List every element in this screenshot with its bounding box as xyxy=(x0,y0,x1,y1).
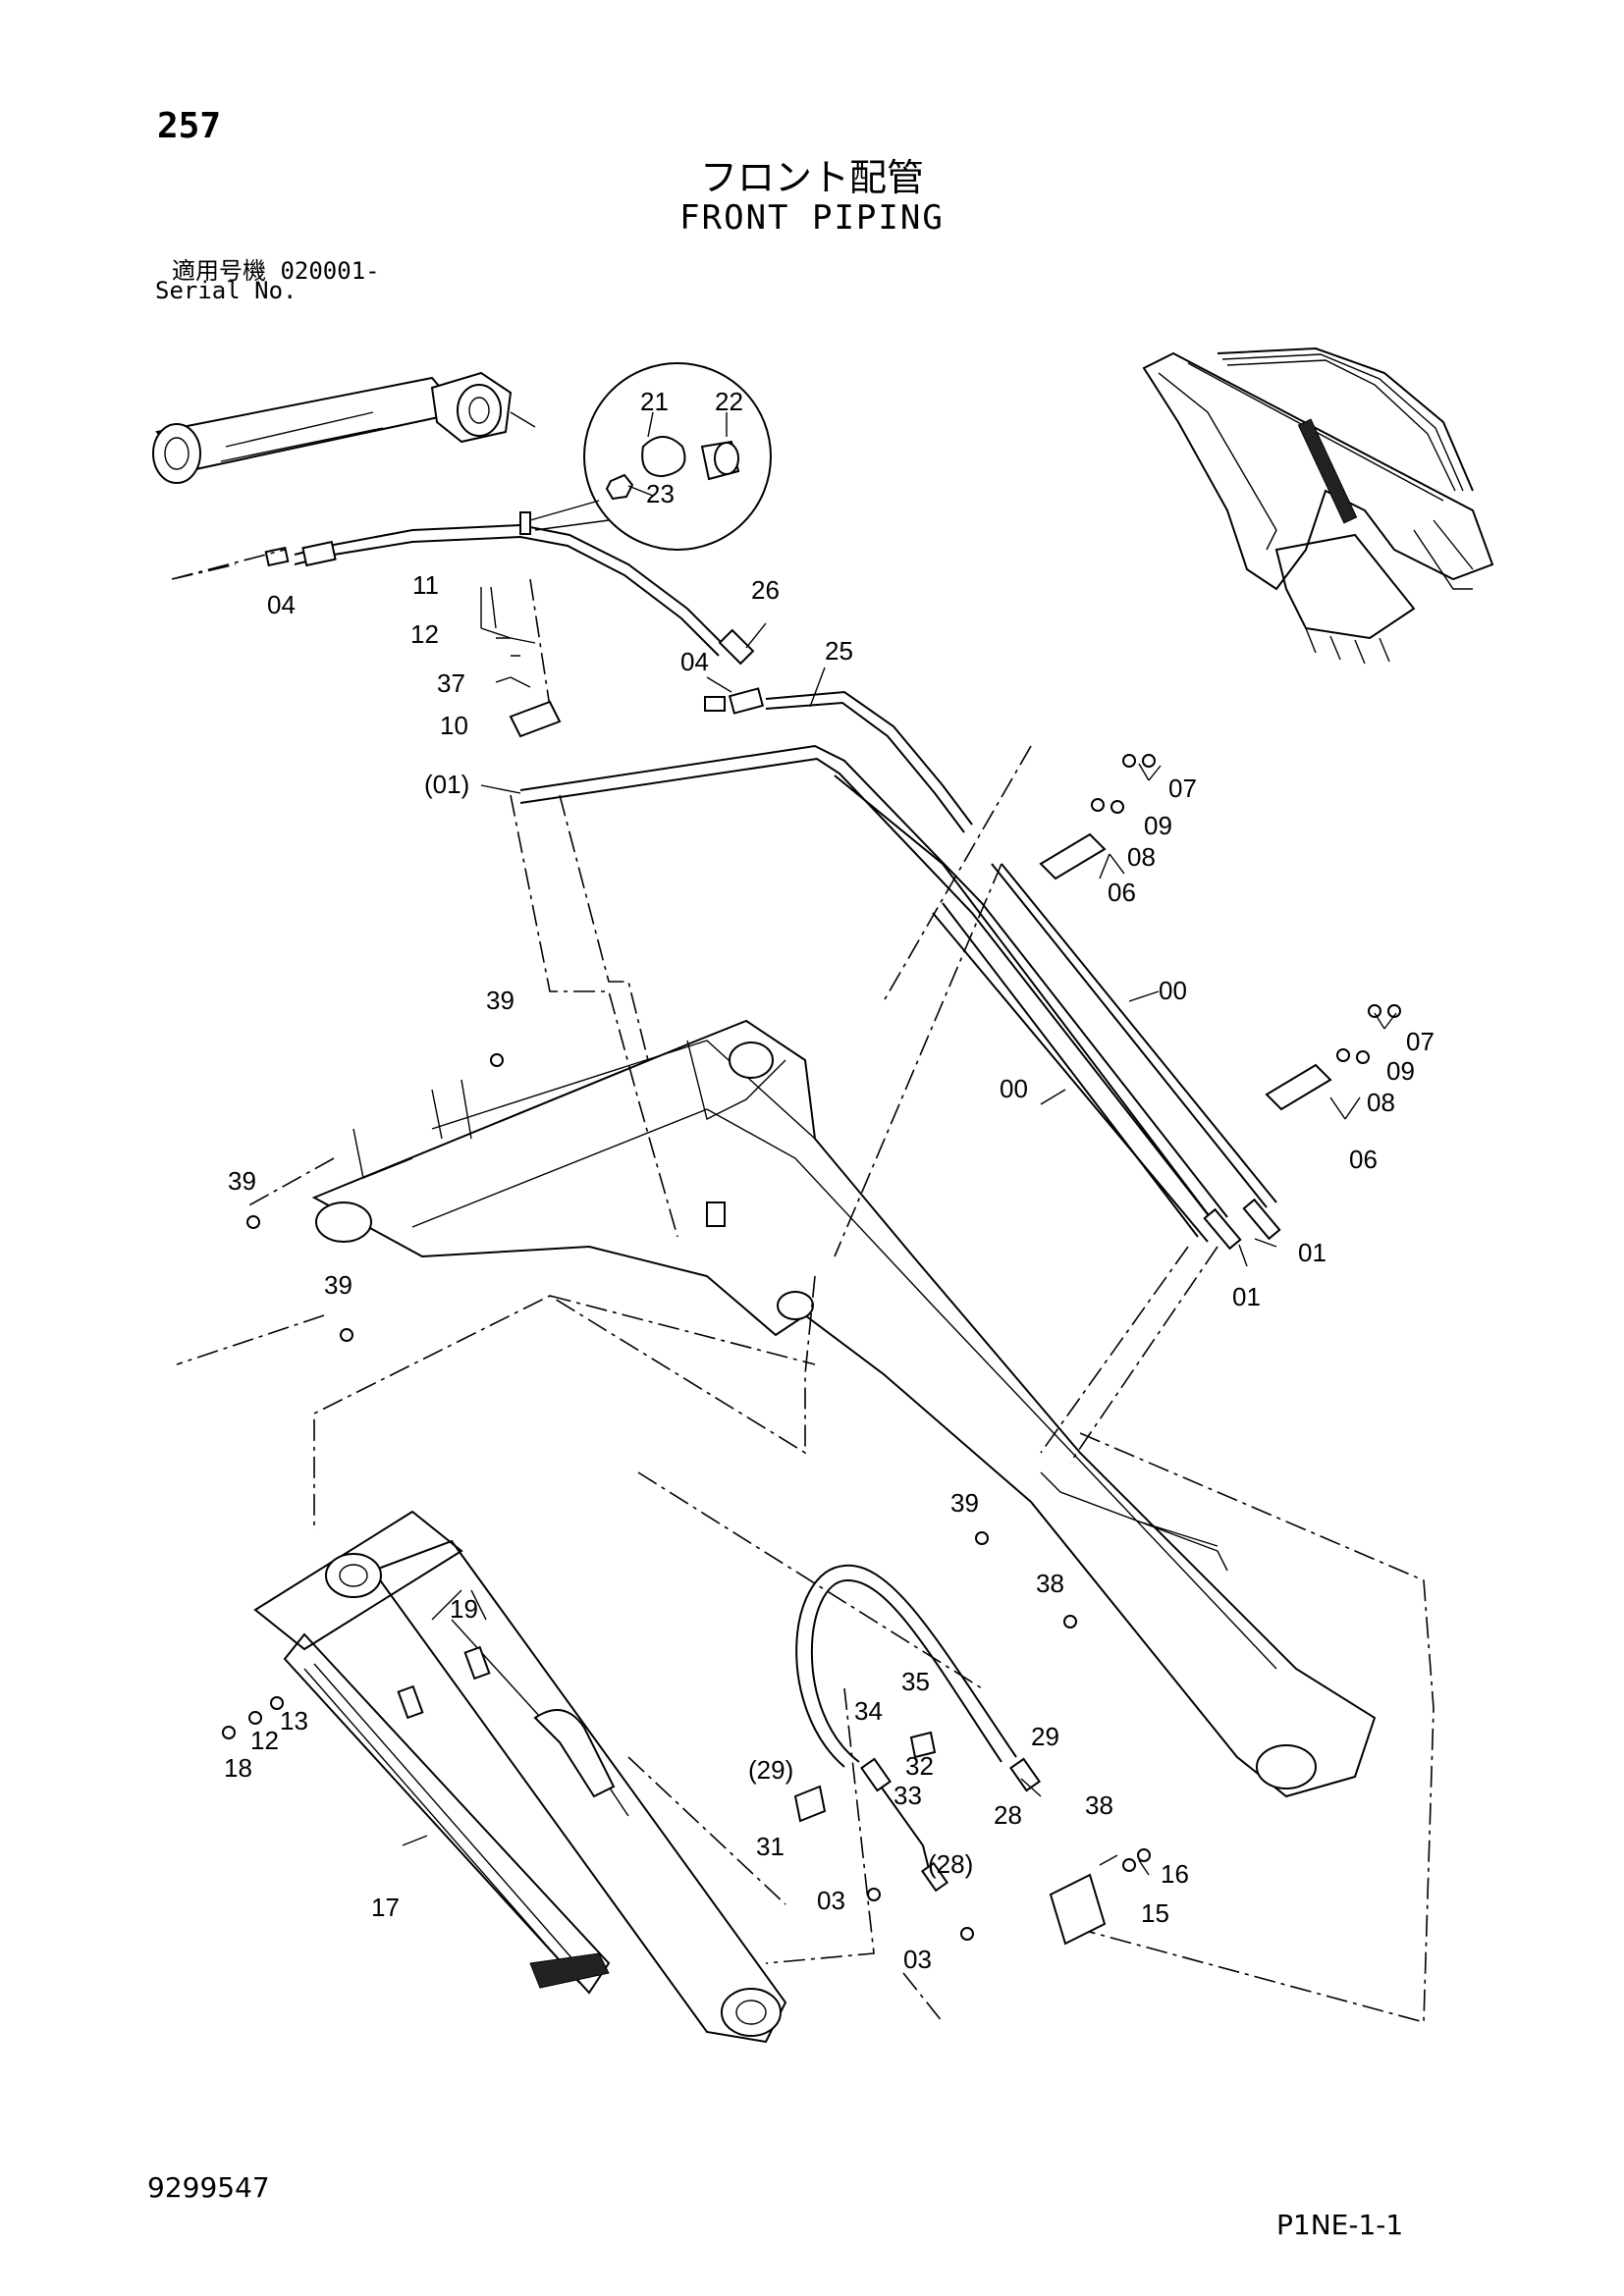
callout-19: 19 xyxy=(450,1594,478,1624)
callout-08-upper: 08 xyxy=(1127,842,1156,872)
boom-steel-pipes xyxy=(519,744,1281,1251)
leader-lines xyxy=(171,549,1435,2024)
callout-10: 10 xyxy=(440,711,468,740)
callout-28-parenthesized: (28) xyxy=(928,1849,973,1879)
callout-04-upper-center: 04 xyxy=(680,647,709,676)
callout-25: 25 xyxy=(825,636,853,666)
drawing-number: 9299547 xyxy=(147,2171,270,2204)
callout-33: 33 xyxy=(893,1781,922,1810)
callout-16: 16 xyxy=(1161,1859,1189,1889)
callout-39-upper: 39 xyxy=(486,986,514,1015)
excavator-overview-thumbnail xyxy=(1142,347,1494,665)
serial-number-label: Serial No. xyxy=(155,277,298,304)
callout-12-lower: 12 xyxy=(250,1726,279,1755)
callout-15: 15 xyxy=(1141,1898,1169,1928)
boom-structure xyxy=(311,1019,1377,1798)
page-title-english: FRONT PIPING xyxy=(679,198,945,238)
pipe-clamps-upper xyxy=(1039,754,1401,1111)
serial-applicability: 適用号機 020001- xyxy=(172,257,380,285)
callout-29-parenthesized: (29) xyxy=(748,1755,793,1785)
callout-39-lower-left: 39 xyxy=(324,1270,352,1300)
callout-04-upper-left: 04 xyxy=(267,590,296,619)
callout-38-right: 38 xyxy=(1085,1790,1113,1820)
callout-39-center: 39 xyxy=(950,1488,979,1518)
callout-01-right: 01 xyxy=(1298,1238,1326,1267)
callout-00-left: 00 xyxy=(1000,1074,1028,1103)
callout-01-parenthesized: (01) xyxy=(424,770,469,799)
callout-11: 11 xyxy=(412,570,439,600)
callout-34: 34 xyxy=(854,1696,883,1726)
page-number: 257 xyxy=(157,106,222,146)
callout-labels: 21 22 23 04 11 12 37 10 (01) 26 04 25 07… xyxy=(224,387,1435,1974)
callout-29: 29 xyxy=(1031,1722,1059,1751)
callout-26: 26 xyxy=(751,575,780,605)
detail-circle-clamp xyxy=(529,362,772,551)
callout-01-lower: 01 xyxy=(1232,1282,1261,1311)
callout-08-lower: 08 xyxy=(1367,1088,1395,1117)
fasteners xyxy=(222,586,1151,1872)
callout-06-lower: 06 xyxy=(1349,1145,1378,1174)
callout-00-right: 00 xyxy=(1159,976,1187,1005)
callout-12-upper: 12 xyxy=(410,619,439,649)
callout-leader-lines xyxy=(402,411,1397,1876)
callout-35: 35 xyxy=(901,1667,930,1696)
callout-31: 31 xyxy=(756,1832,785,1861)
callout-32: 32 xyxy=(905,1751,934,1781)
callout-09-upper: 09 xyxy=(1144,811,1172,840)
callout-13: 13 xyxy=(280,1706,308,1735)
callout-07-upper: 07 xyxy=(1168,774,1197,803)
callout-03-lower: 03 xyxy=(903,1945,932,1974)
lower-hose-loop xyxy=(793,1564,1107,1946)
callout-38-center: 38 xyxy=(1036,1569,1064,1598)
callout-22: 22 xyxy=(715,387,743,416)
boom-cylinder-top-left xyxy=(152,371,513,484)
callout-03-upper: 03 xyxy=(817,1886,845,1915)
page-title-japanese: フロント配管 xyxy=(699,156,924,199)
callout-39-left: 39 xyxy=(228,1166,256,1196)
sheet-code: P1NE-1-1 xyxy=(1276,2209,1404,2241)
callout-28: 28 xyxy=(994,1800,1022,1830)
callout-18: 18 xyxy=(224,1753,252,1783)
callout-09-lower: 09 xyxy=(1386,1056,1415,1086)
callout-17: 17 xyxy=(371,1893,400,1922)
callout-37: 37 xyxy=(437,668,465,698)
upper-hose-assemblies xyxy=(264,511,973,833)
callout-21: 21 xyxy=(640,387,669,416)
callout-23: 23 xyxy=(646,479,675,508)
callout-06-upper: 06 xyxy=(1108,878,1136,907)
callout-07-lower: 07 xyxy=(1406,1027,1435,1056)
arm-cylinder-and-guard xyxy=(253,1510,787,2044)
